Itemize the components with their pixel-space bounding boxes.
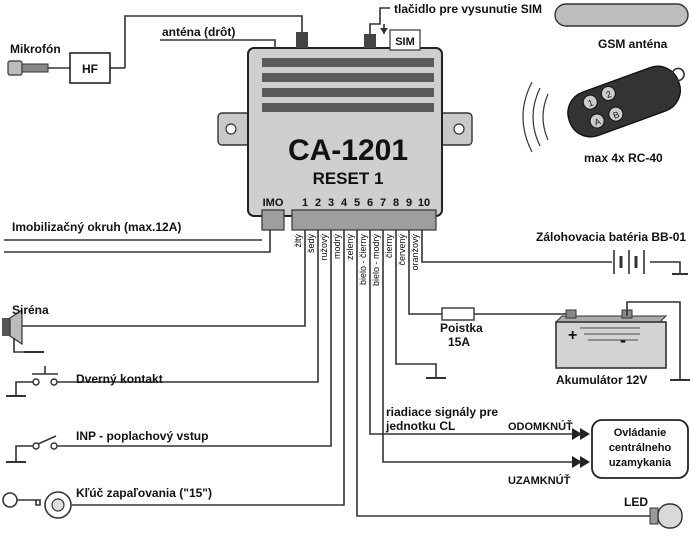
siren-label: Siréna xyxy=(12,303,49,317)
led-icon xyxy=(649,503,683,529)
pin-label-1: 1 xyxy=(302,197,308,209)
wire-label-10: oranžový xyxy=(410,234,420,271)
microphone-label: Mikrofón xyxy=(10,42,61,56)
central-lock-box xyxy=(591,419,689,479)
remote-button-1: 1 xyxy=(587,98,595,109)
gsm-antenna-icon xyxy=(554,3,689,27)
remote-button-b: B xyxy=(612,109,621,120)
door-contact-label: Dverný kontakt xyxy=(76,372,163,386)
antenna-wire-label: anténa (drôt) xyxy=(162,25,235,39)
hf-box xyxy=(69,52,111,84)
pin-label-10: 10 xyxy=(418,197,430,209)
fuse-rating-label: 15A xyxy=(448,335,470,349)
pin-label-5: 5 xyxy=(354,197,360,209)
pin-label-3: 3 xyxy=(328,197,334,209)
pin-label-7: 7 xyxy=(380,197,386,209)
remote-control-icon: 1 2 A B xyxy=(522,65,685,153)
wire-label-1: žltý xyxy=(293,234,303,248)
battery-plus-label: + xyxy=(568,327,577,344)
sim-label: SIM xyxy=(395,36,415,48)
battery-label: Akumulátor 12V xyxy=(556,373,647,387)
pin-label-9: 9 xyxy=(406,197,412,209)
fuse-icon xyxy=(441,307,475,321)
door-contact-icon xyxy=(6,366,58,397)
wire-label-5: zelený xyxy=(345,234,355,261)
wire-label-3: ružový xyxy=(319,234,329,261)
inp-switch-icon xyxy=(6,435,58,463)
control-signals-label-1: riadiace signály pre xyxy=(386,405,498,419)
lock-arrow-icon xyxy=(572,456,590,468)
battery-minus-label: - xyxy=(620,330,626,350)
model-label: CA-1201 xyxy=(288,134,408,167)
pin-label-2: 2 xyxy=(315,197,321,209)
central-lock-label-2: centrálneho xyxy=(609,442,672,454)
immobilizer-label: Imobilizačný okruh (max.12A) xyxy=(12,220,181,234)
ignition-key-icon xyxy=(2,491,72,519)
unlock-arrow-icon xyxy=(572,428,590,440)
wire-label-6: bielo - čierny xyxy=(358,234,368,286)
wire-label-9: červený xyxy=(397,234,407,266)
ignition-label: Kľúč zapaľovania ("15") xyxy=(76,486,212,500)
wire-label-4: modrý xyxy=(332,234,342,260)
hf-label: HF xyxy=(82,62,98,76)
unlock-label: ODOMKNÚŤ xyxy=(508,420,573,433)
sim-button-label: tlačidlo pre vysunutie SIM xyxy=(394,2,542,16)
pin-label-4: 4 xyxy=(341,197,348,209)
reset-label: RESET 1 xyxy=(313,169,384,188)
lock-label: UZAMKNÚŤ xyxy=(508,474,571,487)
microphone-icon xyxy=(7,60,49,76)
remote-button-2: 2 xyxy=(605,89,613,100)
gsm-antenna-label: GSM anténa xyxy=(598,37,668,51)
remote-button-a: A xyxy=(593,116,602,127)
led-label: LED xyxy=(624,495,648,509)
imo-label: IMO xyxy=(263,197,284,209)
siren-icon xyxy=(2,308,44,353)
pin-label-6: 6 xyxy=(367,197,373,209)
fuse-label: Poistka xyxy=(440,321,483,335)
central-lock-label-3: uzamykania xyxy=(609,457,672,469)
central-lock-label-1: Ovládanie xyxy=(614,427,667,439)
control-signals-label-2: jednotku CL xyxy=(385,419,455,433)
wire-label-2: šedý xyxy=(306,234,316,254)
wire-label-7: bielo - modrý xyxy=(371,234,381,287)
wire-label-8: čierny xyxy=(384,234,394,259)
backup-battery-label: Zálohovacia batéria BB-01 xyxy=(536,230,686,244)
remote-label: max 4x RC-40 xyxy=(584,151,663,165)
inp-label: INP - poplachový vstup xyxy=(76,429,208,443)
control-unit xyxy=(217,29,473,231)
pin-label-8: 8 xyxy=(393,197,399,209)
backup-battery-icon xyxy=(613,250,688,275)
